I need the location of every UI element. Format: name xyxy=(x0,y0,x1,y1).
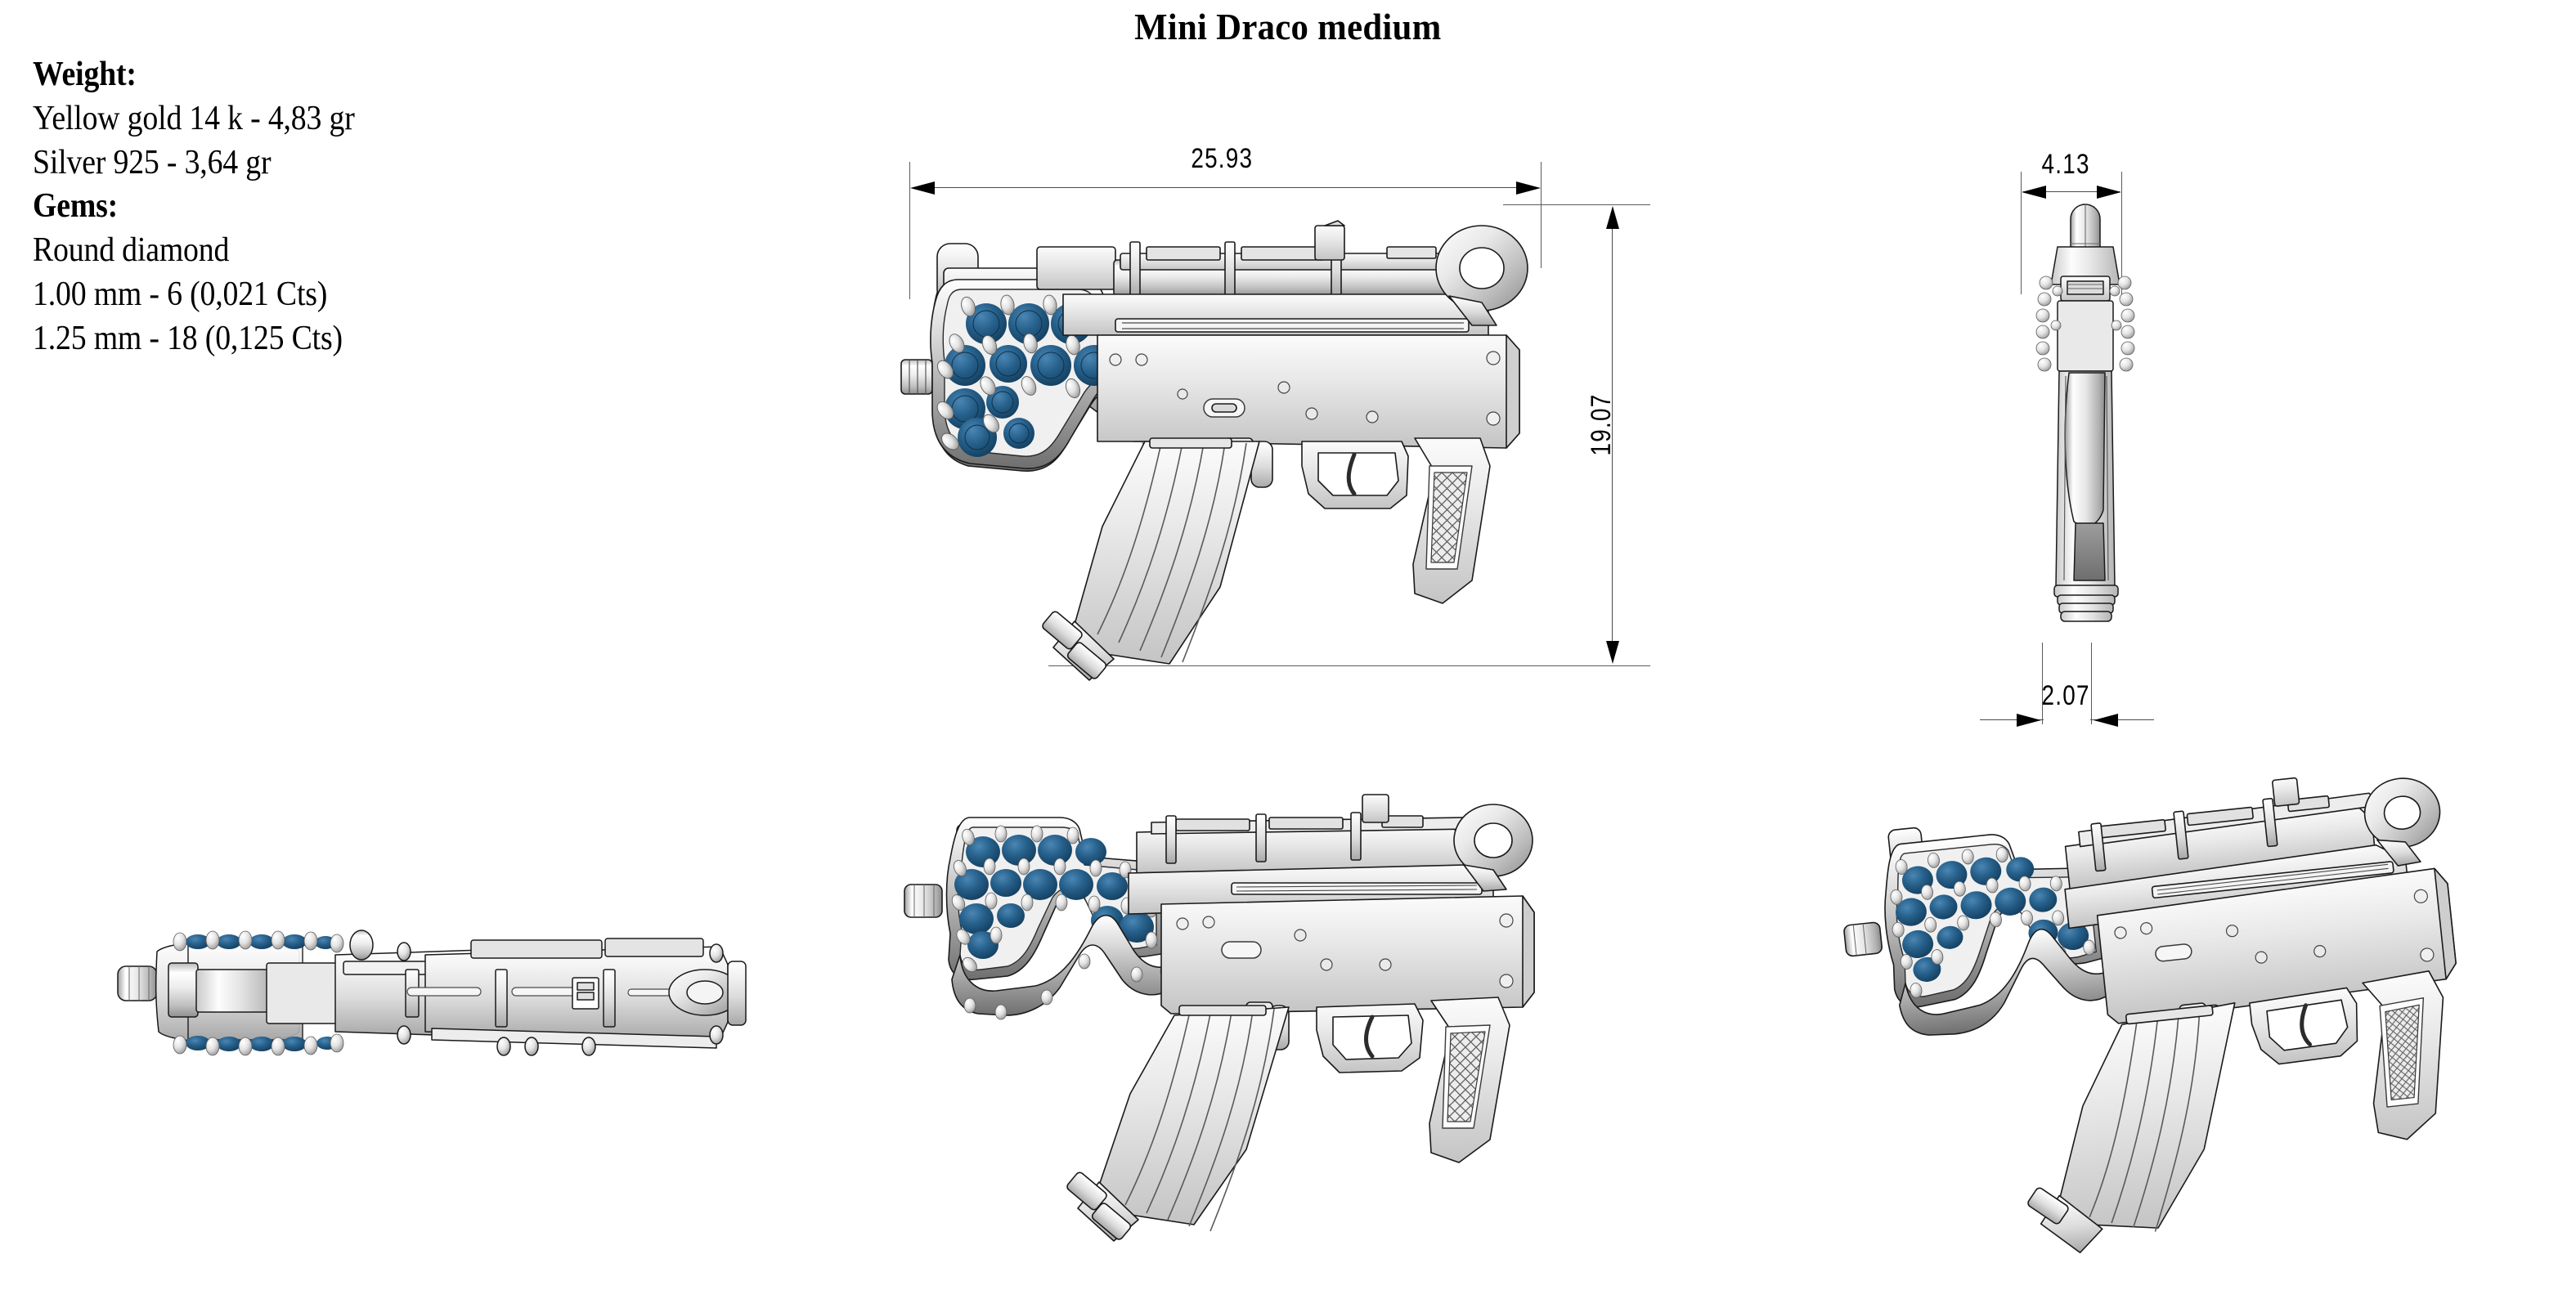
extension-line-topwidth-right xyxy=(2121,172,2123,294)
side-prong-beads xyxy=(2035,275,2135,372)
dimension-top-width: 4.13 xyxy=(2041,149,2090,180)
gems-line-type: Round diamond xyxy=(33,231,230,270)
extension-line-topwidth-left xyxy=(2021,172,2022,294)
arrow-topwidth-right xyxy=(2097,186,2121,199)
perspective-view-left xyxy=(891,760,1627,1242)
weight-line-silver: Silver 925 - 3,64 gr xyxy=(33,143,272,181)
magazine xyxy=(1042,437,1260,681)
arrow-bottomwidth-left xyxy=(2017,714,2041,727)
gem-stone xyxy=(986,386,1019,419)
top-plan-view xyxy=(2012,196,2159,654)
receiver-body xyxy=(1097,334,1520,449)
suspension-ring-3d xyxy=(1453,804,1533,892)
specification-block: Weight: Yellow gold 14 k - 4,83 gr Silve… xyxy=(33,57,654,365)
rear-thread xyxy=(900,359,933,395)
receiver-top xyxy=(1062,293,1489,336)
gem-stone xyxy=(1003,418,1034,449)
plan-prongs xyxy=(173,930,344,1056)
extension-line-height-top xyxy=(1503,204,1650,206)
weight-line-gold: Yellow gold 14 k - 4,83 gr xyxy=(33,99,355,137)
dimension-line-length xyxy=(914,187,1537,189)
gem-stone xyxy=(945,345,985,386)
extension-line-height-bottom xyxy=(1048,665,1650,667)
receiver-3d xyxy=(1160,895,1535,1015)
dimension-overall-height: 19.07 xyxy=(1585,393,1617,456)
arrow-height-top xyxy=(1606,206,1619,229)
arrow-topwidth-left xyxy=(2022,186,2046,199)
weight-heading: Weight: xyxy=(33,56,137,93)
perspective-view-right xyxy=(1832,736,2551,1254)
gems-line-small: 1.00 mm - 6 (0,021 Cts) xyxy=(33,275,328,314)
page-title: Mini Draco medium xyxy=(1134,6,1442,47)
dimension-line-height xyxy=(1612,209,1613,661)
pistol-grip-3d xyxy=(1429,997,1510,1163)
pistol-grip xyxy=(1412,437,1491,604)
gems-line-large: 1.25 mm - 18 (0,125 Cts) xyxy=(33,319,343,357)
arrow-length-left xyxy=(910,181,935,195)
extension-line-bottomwidth-left xyxy=(2042,643,2044,724)
suspension-ring xyxy=(1435,225,1528,326)
gems-heading: Gems: xyxy=(33,187,119,226)
arrow-length-right xyxy=(1516,181,1541,195)
dimension-overall-length: 25.93 xyxy=(1191,143,1254,174)
arrow-bottomwidth-right xyxy=(2094,714,2118,727)
extension-line-bottomwidth-right xyxy=(2091,643,2093,724)
extension-line-length-left xyxy=(909,162,911,299)
dimension-bottom-width: 2.07 xyxy=(2041,680,2090,711)
gem-stone xyxy=(990,345,1027,383)
gem-stone xyxy=(1030,345,1071,386)
magazine-3d xyxy=(1066,1005,1290,1242)
bottom-plan-view xyxy=(98,916,769,1071)
dimension-line-topwidth xyxy=(2023,191,2120,193)
arrow-height-bottom xyxy=(1606,641,1619,664)
extension-line-length-right xyxy=(1541,162,1542,268)
dimension-line-bottomwidth-outer-right xyxy=(2090,719,2154,721)
front-elevation-view xyxy=(900,196,1586,681)
dimension-line-bottomwidth-outer-left xyxy=(1980,719,2044,721)
barrel-assembly xyxy=(1036,220,1489,297)
gem-edge-row-top xyxy=(186,934,336,949)
barrel-3d xyxy=(1136,794,1474,874)
